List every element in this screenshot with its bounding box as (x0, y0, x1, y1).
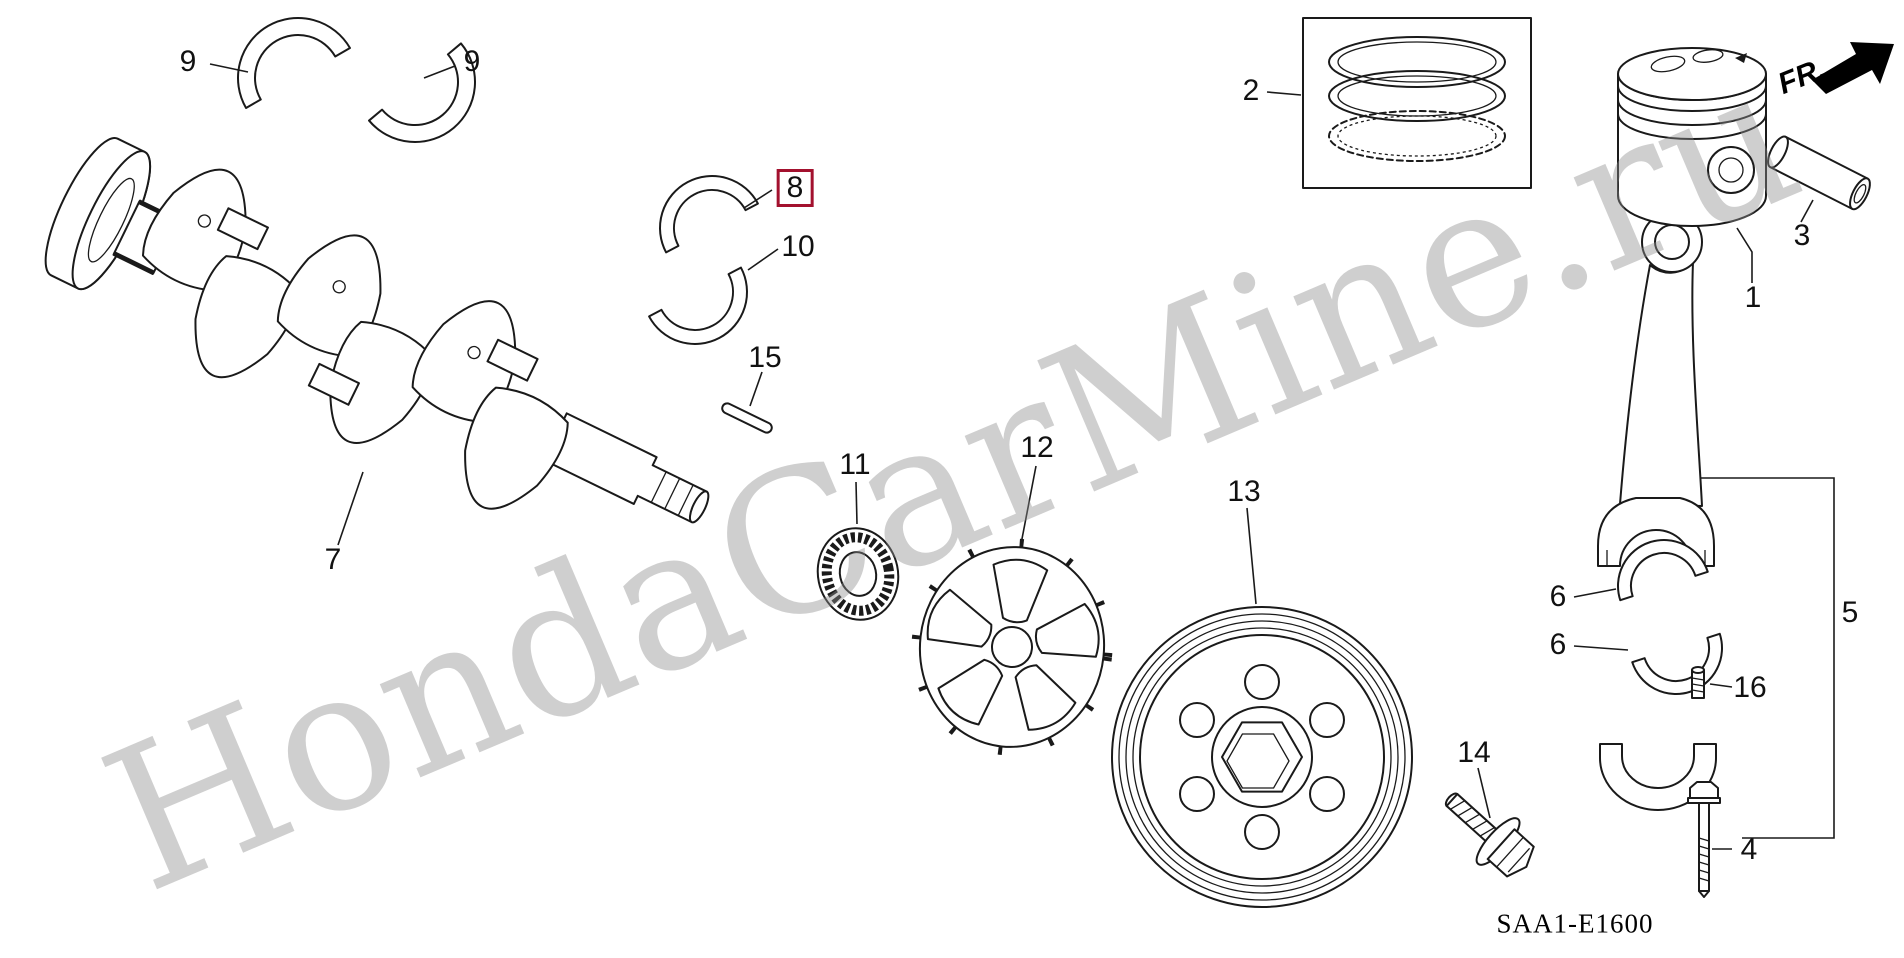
callout-10[interactable]: 10 (781, 230, 815, 263)
fr-arrow-icon (1812, 42, 1894, 94)
callout-11[interactable]: 11 (839, 448, 871, 481)
callout-4[interactable]: 4 (1740, 833, 1758, 866)
leader-line-12 (1020, 465, 1037, 545)
piston-ring-set (1302, 17, 1532, 189)
bracket-line-5 (1700, 477, 1835, 839)
callout-13[interactable]: 13 (1227, 475, 1261, 508)
timing-gear (816, 527, 900, 621)
callout-12[interactable]: 12 (1020, 431, 1054, 464)
leader-line-6-lower (1573, 645, 1629, 651)
leader-line-11 (855, 481, 858, 525)
crankshaft-drawing (44, 137, 710, 528)
callout-8-highlighted[interactable]: 8 (776, 169, 814, 207)
callout-3[interactable]: 3 (1793, 219, 1811, 252)
pulse-plate (911, 538, 1113, 756)
leader-line-8 (743, 189, 773, 209)
callout-1[interactable]: 1 (1744, 281, 1762, 314)
rod-stud (1691, 666, 1705, 699)
leader-line-2 (1266, 91, 1302, 96)
rod-cap (1599, 743, 1717, 811)
connecting-rod (1597, 211, 1715, 567)
callout-15[interactable]: 15 (748, 341, 782, 374)
rod-bearing-lower (1631, 632, 1735, 707)
crank-pulley (1111, 606, 1413, 908)
callout-6-upper[interactable]: 6 (1549, 580, 1567, 613)
diagram-code: SAA1-E1600 (1496, 908, 1654, 939)
leader-line-3 (1800, 199, 1814, 223)
leader-line-10 (747, 248, 779, 271)
leader-line-14 (1477, 767, 1491, 819)
crankshaft-key (721, 402, 773, 434)
leader-line-16 (1709, 683, 1733, 688)
main-bearing-upper (640, 156, 759, 254)
callout-6-lower[interactable]: 6 (1549, 628, 1567, 661)
leader-line-9-right (423, 65, 456, 79)
callout-2[interactable]: 2 (1242, 74, 1260, 107)
piston-pin (1767, 135, 1871, 211)
leader-line-9-left (209, 63, 249, 73)
leader-line-15 (749, 371, 763, 407)
leader-line-6-upper (1573, 588, 1617, 598)
leader-line-7 (337, 471, 364, 546)
leader-line-1 (1736, 227, 1753, 283)
callout-16[interactable]: 16 (1733, 671, 1767, 704)
rod-bolt (1687, 781, 1721, 898)
callout-5[interactable]: 5 (1841, 596, 1859, 629)
pulley-bolt (1444, 792, 1535, 878)
callout-9-left[interactable]: 9 (179, 45, 197, 78)
callout-9-right[interactable]: 9 (463, 45, 481, 78)
piston (1617, 47, 1767, 227)
thrust-washer-left (215, 0, 351, 110)
leader-line-13 (1246, 507, 1257, 605)
callout-14[interactable]: 14 (1457, 736, 1491, 769)
callout-7[interactable]: 7 (324, 543, 342, 576)
